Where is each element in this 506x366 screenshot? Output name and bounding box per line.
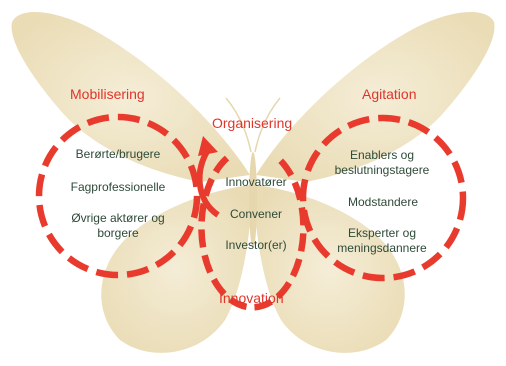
innovation-title: Innovation bbox=[219, 290, 284, 306]
lower-left-wing bbox=[101, 185, 252, 353]
agitation-item: Modstandere bbox=[347, 195, 419, 209]
innovation-item: Convener bbox=[229, 207, 283, 221]
organisering-arrow bbox=[196, 136, 220, 218]
agitation-item: Enablers og beslutningstagere bbox=[334, 148, 430, 177]
mobilisering-item: Fagprofessionelle bbox=[70, 180, 166, 194]
mobilisering-title: Mobilisering bbox=[70, 86, 145, 102]
butterfly-body bbox=[249, 152, 257, 248]
innovation-item: Investor(er) bbox=[225, 238, 287, 252]
organisering-title: Organisering bbox=[212, 115, 293, 131]
agitation-item: Eksperter og meningsdannere bbox=[337, 226, 427, 255]
mobilisering-dashed-circle bbox=[35, 113, 201, 279]
butterfly-icon bbox=[11, 11, 495, 353]
lower-right-wing bbox=[254, 185, 405, 353]
antenna-right bbox=[254, 97, 281, 153]
innovation-item: Innovatører bbox=[225, 175, 287, 189]
mobilisering-item: Øvrige aktører og borgere bbox=[71, 211, 165, 240]
agitation-title: Agitation bbox=[362, 86, 417, 102]
innovation-dashed-arc bbox=[198, 155, 307, 311]
upper-left-wing bbox=[11, 11, 250, 182]
mobilisering-item: Berørte/brugere bbox=[75, 147, 161, 161]
antenna-left bbox=[225, 97, 252, 153]
upper-right-wing bbox=[256, 11, 495, 182]
